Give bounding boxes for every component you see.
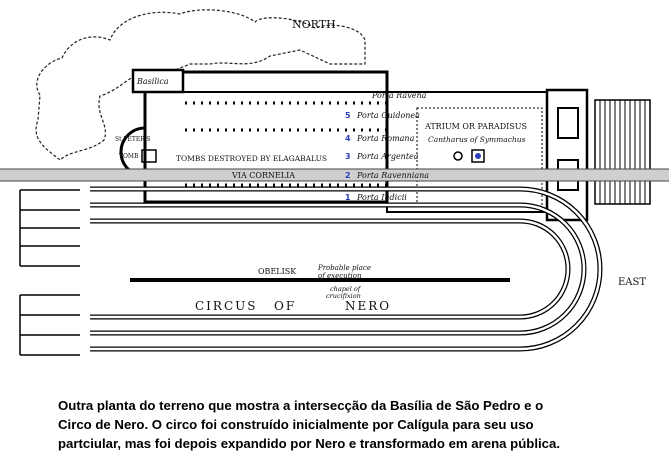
basilica-label: Basilica (136, 77, 169, 86)
crucifixion-label: crucifixion (326, 292, 361, 300)
via-cornelia-label: VIA CORNELIA (231, 171, 295, 180)
of-label: OF (274, 299, 296, 313)
basilica-circus-plan: NORTH EAST Basilica St PETER'S TOMB Port… (0, 9, 669, 356)
st-peters-tomb (141, 149, 157, 163)
north-label: NORTH (292, 18, 336, 31)
door-numbers: 5 4 3 2 1 (345, 111, 351, 202)
porta-ravenna: Porta Raveña (371, 91, 427, 100)
porta-romana: Porta Romana (356, 134, 415, 143)
caption-line-1: Outra planta do terreno que mostra a int… (58, 398, 544, 413)
probable-place-label: Probable place (317, 264, 371, 272)
tombs-destroyed-label: TOMBS DESTROYED BY ELAGABALUS (176, 154, 327, 163)
caption-line-2: Circo de Nero. O circo foi construído in… (58, 417, 534, 432)
circus-label: CIRCUS (195, 299, 257, 313)
atrium-label: ATRIUM OR PARADISUS (424, 122, 527, 131)
nero-label: NERO (345, 299, 391, 313)
porta-ravenniana: Porta Ravenniana (356, 171, 429, 180)
caption-line-3: partciular, mas foi depois expandido por… (58, 436, 560, 451)
porta-guidonea: Porta Guidonea (356, 111, 420, 120)
door-number-4: 4 (345, 134, 351, 143)
chapel-label: chapel of (330, 285, 362, 293)
modern-basilica-outline (35, 9, 366, 161)
via-cornelia (0, 169, 669, 181)
carceres (19, 189, 80, 356)
basilica-apse-block (131, 68, 185, 94)
east-label: EAST (618, 277, 646, 288)
tomb-label: TOMB (119, 153, 139, 160)
fountain-icon (453, 151, 463, 161)
porta-iudicii: Porta Iudicii (356, 193, 407, 202)
east-stairs (594, 99, 651, 205)
door-number-5: 5 (345, 111, 351, 120)
circus-spina (130, 278, 510, 282)
obelisk-label: OBELISK (258, 267, 297, 276)
porta-argentea: Porta Argentea (356, 152, 419, 161)
door-number-3: 3 (345, 152, 351, 161)
cantharus-label: Cantharus of Symmachus (428, 135, 526, 144)
door-number-1: 1 (345, 193, 351, 202)
door-number-2: 2 (345, 171, 351, 180)
execution-label: of execution (318, 272, 362, 280)
st-peters-label: St PETER'S (115, 136, 151, 143)
cantharus-icon (471, 149, 485, 163)
figure-caption: Outra planta do terreno que mostra a int… (58, 396, 658, 453)
